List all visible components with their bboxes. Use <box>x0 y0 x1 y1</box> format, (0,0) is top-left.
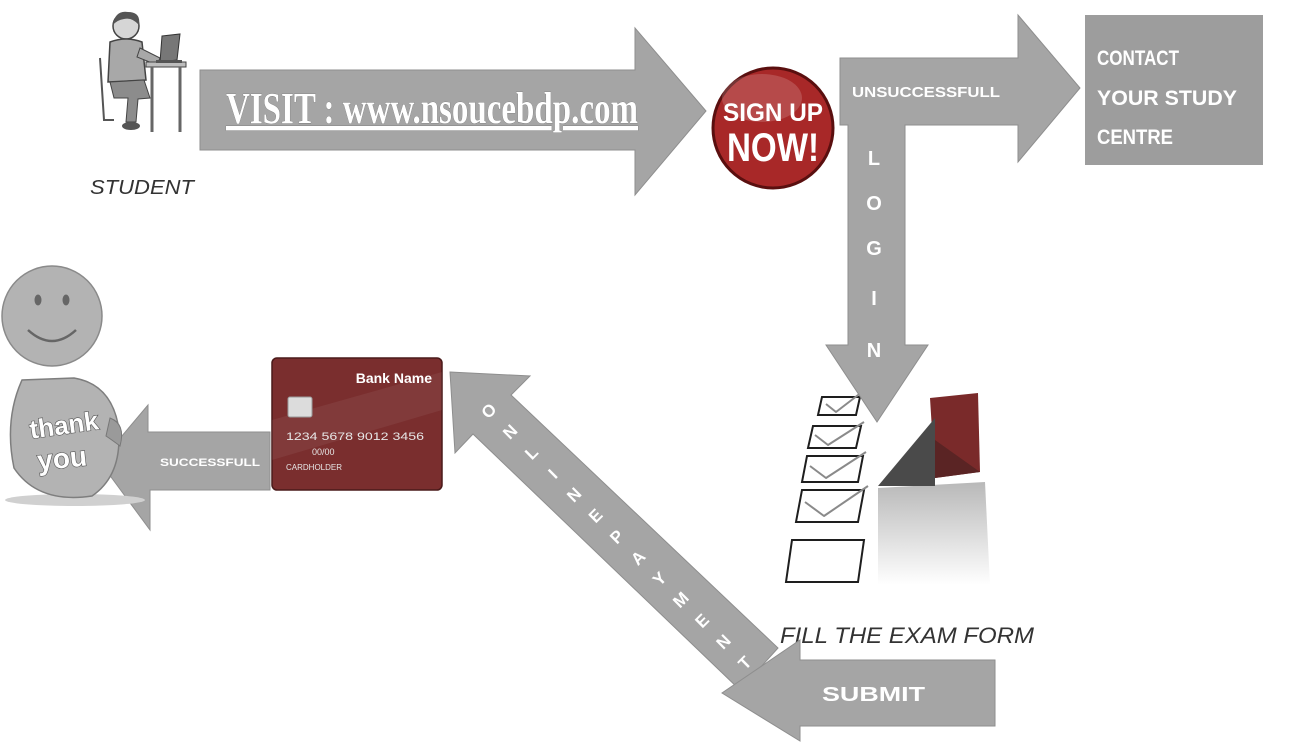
card-bank-name: Bank Name <box>356 370 432 386</box>
login-unsuccessful-arrow <box>826 15 1080 422</box>
card-holder: CARDHOLDER <box>286 463 342 472</box>
login-letter: O <box>866 193 882 215</box>
checked-box <box>818 392 862 415</box>
contact-line: CENTRE <box>1097 126 1173 149</box>
student-icon <box>100 12 186 132</box>
smiley-face <box>2 266 102 366</box>
login-letter: G <box>866 238 882 260</box>
contact-line: CONTACT <box>1097 47 1179 70</box>
empty-box <box>786 540 864 582</box>
card-expiry: 00/00 <box>312 447 335 457</box>
sign-up-line2: NOW! <box>727 126 819 170</box>
login-letter: N <box>867 340 881 362</box>
student-label: STUDENT <box>90 177 196 199</box>
exam-form-label: FILL THE EXAM FORM <box>780 623 1035 648</box>
thank-you-line2: you <box>36 440 89 476</box>
credit-card-icon: Bank Name 1234 5678 9012 3456 00/00 CARD… <box>272 358 442 490</box>
checked-box <box>808 422 864 448</box>
checklist-form-icon <box>786 392 990 585</box>
checked-box <box>796 486 868 522</box>
visit-url-link[interactable]: VISIT : www.nsoucebdp.com <box>226 84 638 133</box>
sign-up-line1: SIGN UP <box>723 99 823 127</box>
card-number: 1234 5678 9012 3456 <box>286 431 424 443</box>
successful-label: SUCCESSFULL <box>160 457 260 469</box>
sign-up-badge[interactable]: SIGN UP NOW! <box>713 68 833 188</box>
login-letter: I <box>871 288 877 310</box>
checked-box <box>802 452 866 482</box>
card-chip <box>288 397 312 417</box>
submit-label: SUBMIT <box>822 684 925 706</box>
unsuccessful-label: UNSUCCESSFULL <box>852 84 1000 101</box>
login-letter: L <box>868 148 880 170</box>
contact-line: YOUR STUDY <box>1097 87 1237 110</box>
